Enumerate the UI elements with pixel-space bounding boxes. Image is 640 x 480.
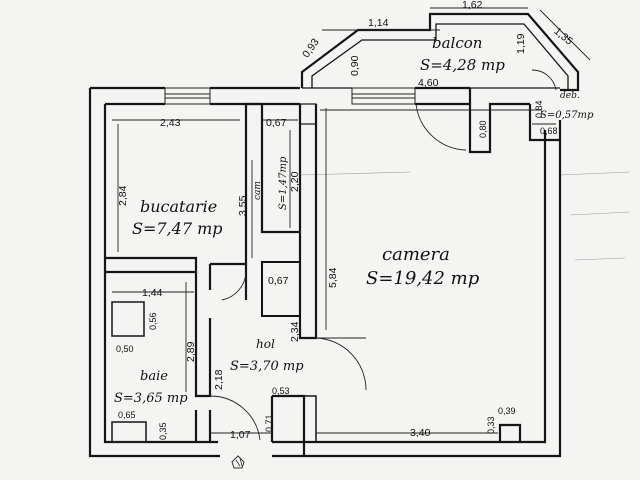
dim-hall-length: 2,34 (289, 321, 301, 342)
dim-balcon-top: 1,62 (462, 0, 483, 11)
fixtures (111, 301, 147, 443)
camara-area: S=1,47mp (278, 156, 289, 210)
dim-balcon-depth-left: 0,90 (349, 55, 361, 76)
balcon-label: balcon (432, 34, 482, 52)
dim-column-depth: 0,33 (486, 416, 496, 434)
baie-label: baie (140, 369, 168, 384)
dim-debara-width: 0,68 (540, 126, 558, 136)
dim-bath-wc-depth: 0,35 (158, 422, 168, 440)
dim-column-top: 0,80 (478, 120, 488, 138)
dim-bath-depth: 2,89 (185, 341, 197, 362)
dim-balcon-left-top: 1,14 (368, 17, 389, 29)
dim-bath-tub: 0,56 (148, 312, 158, 330)
bucatarie-label: bucatarie (140, 197, 217, 216)
dim-pantry-height: 2,20 (289, 171, 301, 192)
balcon-area: S=4,28 mp (420, 56, 505, 74)
dim-kitchen-wall: 3,55 (237, 195, 249, 216)
dim-debara-depth: 0,84 (534, 100, 544, 118)
dim-bath-sink: 0,50 (116, 344, 134, 354)
baie-area: S=3,65 mp (114, 391, 188, 406)
outer-walls (88, 86, 562, 458)
entrance-arrow-icon (231, 455, 245, 469)
dim-balcon-left-diag: 0,93 (300, 36, 322, 60)
dimension-lines (112, 7, 591, 434)
dim-column-width: 0,39 (498, 406, 516, 416)
hol-label: hol (256, 337, 275, 351)
debara-label: deb. (560, 91, 580, 101)
dim-balcon-width: 4,60 (418, 77, 439, 89)
camera-area: S=19,42 mp (366, 268, 480, 289)
dim-kitchen-width: 2,43 (160, 117, 181, 129)
dim-hall-depth: 2,18 (213, 369, 225, 390)
hol-area: S=3,70 mp (230, 359, 304, 374)
dim-kitchen-depth: 2,84 (117, 185, 129, 206)
bathtub (111, 301, 145, 337)
dim-entrance: 1,07 (230, 429, 251, 441)
dim-hall-niche: 0,53 (272, 386, 290, 396)
doors (209, 69, 557, 441)
dim-bath-wc: 0,65 (118, 410, 136, 420)
dim-camera-depth: 5,84 (327, 267, 339, 288)
camera-label: camera (382, 244, 450, 265)
sink (111, 421, 147, 443)
interior-walls (105, 102, 522, 456)
debara-area: S=0,57mp (540, 110, 594, 121)
dim-door-side: 0,71 (264, 414, 274, 432)
camara-label: cam (253, 181, 263, 200)
dim-shaft-width: 0,67 (268, 275, 289, 287)
balcony-walls (300, 12, 580, 92)
dim-balcon-depth-right: 1,19 (515, 33, 527, 54)
scan-noise (299, 171, 631, 261)
dim-pantry-width: 0,67 (266, 117, 287, 129)
bucatarie-area: S=7,47 mp (132, 219, 223, 238)
dim-camera-width: 3,40 (410, 427, 431, 439)
dim-bath-width: 1,44 (142, 287, 163, 299)
windows (164, 87, 416, 105)
